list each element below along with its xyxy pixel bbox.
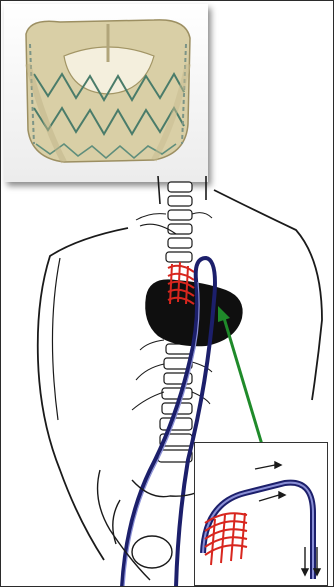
- figure-canvas: [0, 0, 334, 587]
- figure-border: [0, 0, 334, 587]
